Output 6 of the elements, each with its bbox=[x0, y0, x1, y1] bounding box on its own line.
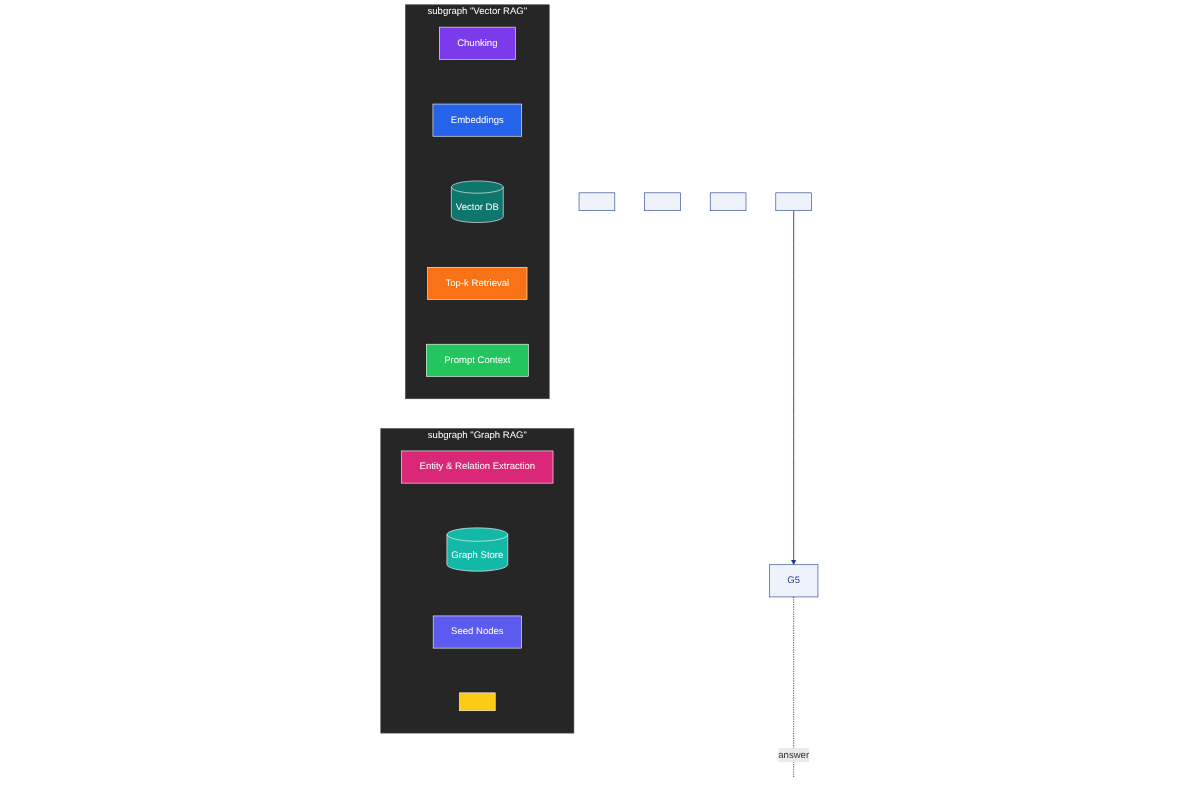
node-box bbox=[644, 192, 682, 212]
node-box bbox=[710, 192, 747, 212]
connector bbox=[793, 596, 795, 778]
node-box bbox=[579, 192, 616, 212]
node-box bbox=[776, 192, 813, 212]
node-box bbox=[459, 692, 497, 712]
